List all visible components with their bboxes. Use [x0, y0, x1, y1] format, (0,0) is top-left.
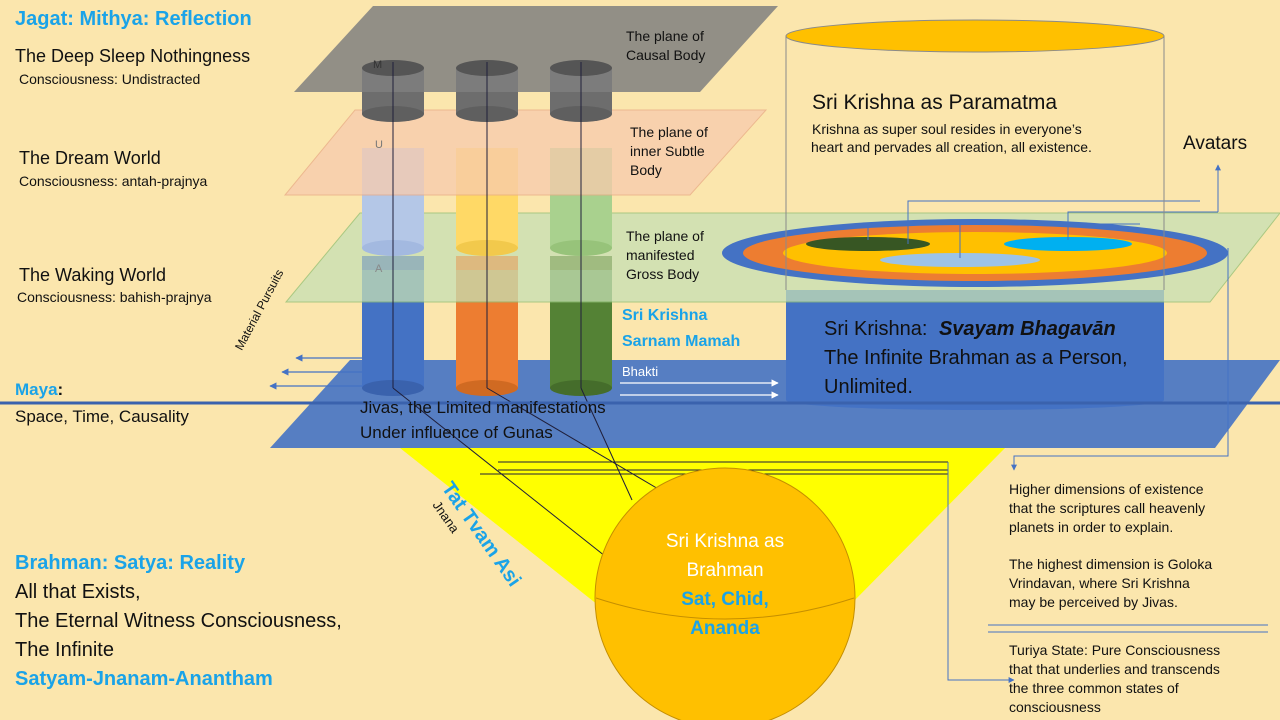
turiya-line3: the three common states of: [1009, 680, 1179, 696]
material-arrows: [269, 354, 362, 390]
paramatma-desc1: Krishna as super soul resides in everyon…: [812, 121, 1082, 137]
higher-line2: that the scriptures call heavenly: [1009, 500, 1206, 516]
maya-subtitle: Space, Time, Causality: [15, 407, 189, 426]
turiya-divider: [988, 624, 1268, 633]
avatars-label: Avatars: [1183, 133, 1248, 154]
subtle-plane-label: The plane of inner Subtle Body: [630, 123, 708, 180]
causal-line1: The plane of: [626, 28, 704, 44]
causal-plane-label: The plane of Causal Body: [626, 27, 705, 65]
bhagavan-line1a: Sri Krishna:: [824, 318, 933, 340]
letter-u: U: [375, 139, 383, 151]
deep-sleep-label: The Deep Sleep Nothingness: [15, 46, 251, 66]
brahman-title: Brahman: Satya: Reality: [15, 552, 246, 574]
gross-line1: The plane of: [626, 228, 704, 244]
sarnam-line2: Sarnam Mamah: [622, 333, 741, 350]
avatar-rings: [722, 219, 1228, 287]
jivas-line1: Jivas, the Limited manifestations: [360, 398, 606, 417]
deep-sleep-consciousness: Consciousness: Undistracted: [19, 71, 201, 87]
turiya-text: Turiya State: Pure Consciousness that th…: [1009, 641, 1220, 717]
subtle-line3: Body: [630, 162, 662, 178]
bhagavan-line3: Unlimited.: [824, 376, 913, 398]
avatar-connectors: [867, 164, 1221, 258]
brahman-line3: The Infinite: [15, 639, 114, 661]
higher-line3: planets in order to explain.: [1009, 519, 1174, 535]
jagat-title: Jagat: Mithya: Reflection: [15, 8, 252, 30]
sphere-equator: [595, 597, 855, 620]
waking-consciousness: Consciousness: bahish-prajnya: [17, 289, 212, 305]
bhakti-arrows: [620, 379, 779, 399]
brahman-line1: All that Exists,: [15, 581, 141, 603]
subtle-line2: inner Subtle: [630, 143, 705, 159]
higher-line4: The highest dimension is Goloka: [1009, 556, 1213, 572]
gross-plane-label: The plane of manifested Gross Body: [626, 227, 704, 284]
sphere-line1: Sri Krishna as: [665, 531, 785, 552]
letter-m: M: [373, 59, 383, 71]
cylinder-axes: [392, 62, 582, 388]
waking-label: The Waking World: [19, 265, 167, 285]
sphere-line2: Brahman: [686, 560, 764, 581]
maya-title: Maya:: [15, 380, 63, 400]
sphere-line3: Sat, Chid,: [681, 589, 769, 610]
sphere-text: Sri Krishna as Brahman Sat, Chid, Ananda: [620, 527, 830, 643]
subtle-line1: The plane of: [630, 124, 708, 140]
paramatma-title: Sri Krishna as Paramatma: [812, 91, 1058, 114]
brahman-mantra: Satyam-Jnanam-Anantham: [15, 668, 273, 690]
higher-line1: Higher dimensions of existence: [1009, 481, 1204, 497]
higher-line6: may be perceived by Jivas.: [1009, 594, 1178, 610]
bhagavan-line1: Sri Krishna: Svayam Bhagavān: [824, 318, 1116, 341]
paramatma-desc2: heart and pervades all creation, all exi…: [811, 139, 1092, 155]
bhagavan-line2: The Infinite Brahman as a Person,: [824, 347, 1128, 369]
gross-line2: manifested: [626, 247, 695, 263]
jivas-line2: Under influence of Gunas: [360, 423, 553, 442]
paramatma-cylinder: [785, 19, 1165, 290]
turiya-line4: consciousness: [1009, 699, 1101, 715]
turiya-line1: Turiya State: Pure Consciousness: [1009, 642, 1221, 658]
right-connectors: [947, 248, 1229, 683]
letter-a: A: [375, 263, 383, 275]
bhagavan-line1b: Svayam Bhagavān: [938, 318, 1116, 340]
krishna-cylinder-body: [786, 290, 1164, 400]
maya-title-text: Maya: [15, 380, 58, 399]
brahman-line2: The Eternal Witness Consciousness,: [15, 610, 342, 632]
gross-line3: Gross Body: [626, 266, 700, 282]
subtle-plane: [283, 109, 768, 196]
dream-consciousness: Consciousness: antah-prajnya: [19, 173, 208, 189]
sphere-line4: Ananda: [690, 618, 760, 639]
higher-dimensions-text: Higher dimensions of existence that the …: [1009, 480, 1212, 612]
brahman-sphere: [594, 467, 856, 720]
dream-label: The Dream World: [19, 148, 161, 168]
turiya-line2: that that underlies and transcends: [1009, 661, 1220, 677]
sarnam-line1: Sri Krishna: [622, 307, 708, 324]
maya-title-colon: :: [57, 380, 64, 399]
causal-plane: [294, 6, 778, 92]
krishna-cylinder-bottom: [786, 390, 1164, 410]
higher-line5: Vrindavan, where Sri Krishna: [1009, 575, 1190, 591]
bhakti-label: Bhakti: [622, 364, 659, 379]
causal-line2: Causal Body: [626, 47, 706, 63]
